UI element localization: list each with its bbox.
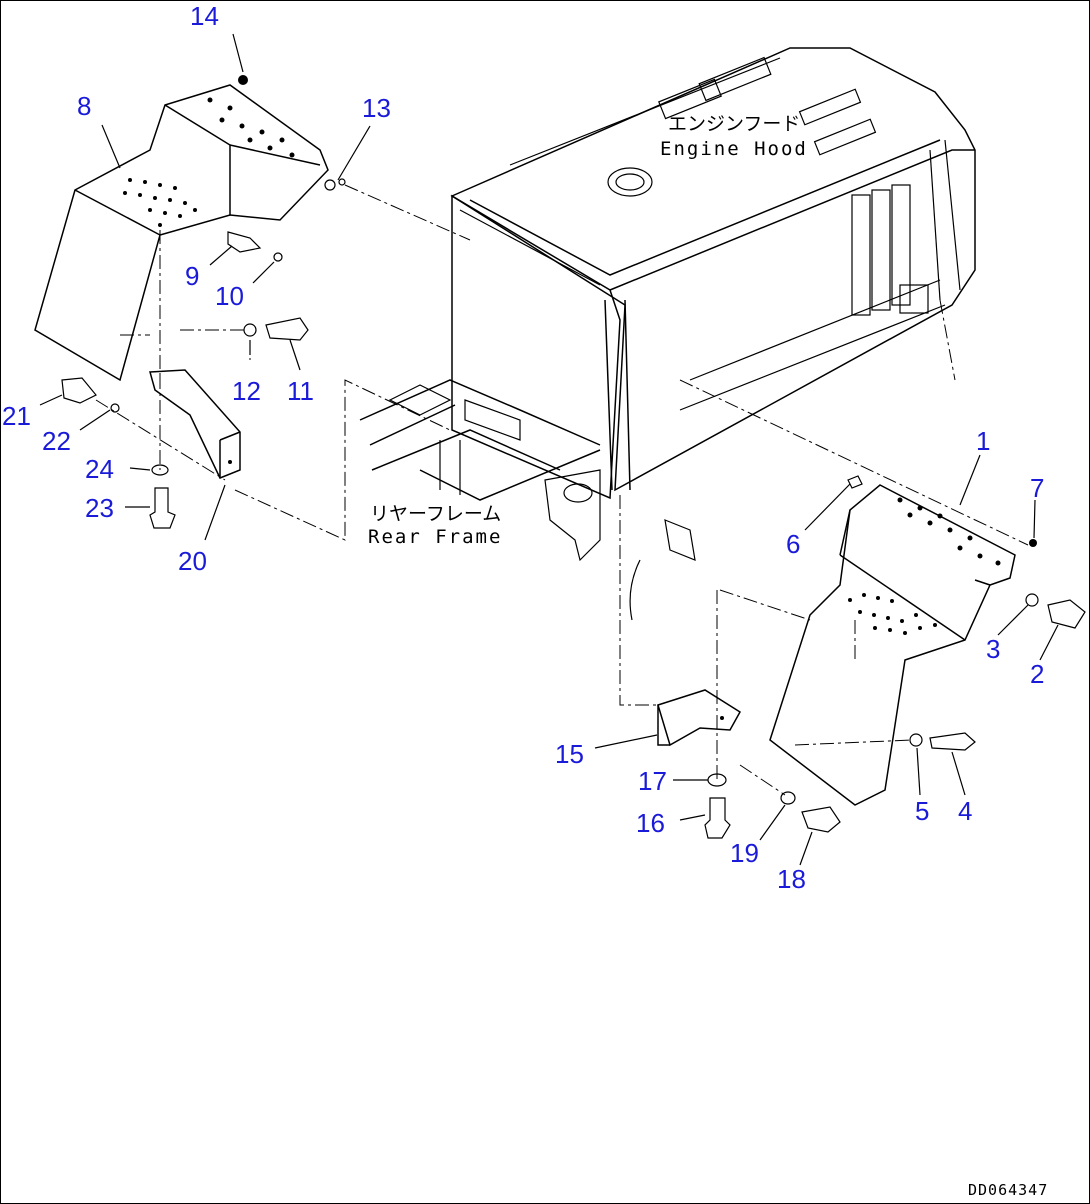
callout-24: 24 <box>85 454 114 484</box>
engine-hood <box>450 47 976 500</box>
callout-5: 5 <box>915 796 929 826</box>
callout-9: 9 <box>185 261 199 291</box>
callout-21: 21 <box>2 401 31 431</box>
callout-15: 15 <box>555 739 584 769</box>
bolt-13 <box>324 179 336 191</box>
callout-17: 17 <box>638 766 667 796</box>
rear-frame <box>359 379 696 621</box>
callout-12: 12 <box>232 376 261 406</box>
bolt-11 <box>265 317 309 341</box>
rear-frame-label-en: Rear Frame <box>368 526 502 548</box>
callout-22: 22 <box>42 426 71 456</box>
callout-19: 19 <box>730 838 759 868</box>
right-centerlines <box>619 299 1029 796</box>
callout-1: 1 <box>976 426 990 456</box>
callout-20: 20 <box>178 546 207 576</box>
callout-4: 4 <box>958 796 972 826</box>
callout-8: 8 <box>77 91 91 121</box>
callout-16: 16 <box>636 808 665 838</box>
callout-23: 23 <box>85 493 114 523</box>
callout-3: 3 <box>986 634 1000 664</box>
callout-10: 10 <box>215 281 244 311</box>
right-bracket <box>657 689 742 747</box>
drawing-code: DD064347 <box>968 1181 1048 1199</box>
bolt-21 <box>61 377 97 404</box>
left-step-holes <box>123 97 295 227</box>
callout-6: 6 <box>786 529 800 559</box>
engine-hood-label-en: Engine Hood <box>660 138 808 160</box>
left-step-cover <box>34 84 329 382</box>
bolt-2 <box>1047 599 1086 629</box>
washer-24 <box>151 464 169 476</box>
leader-lines <box>39 33 1059 866</box>
bolt-16 <box>704 797 731 839</box>
left-bracket <box>149 369 241 479</box>
washer-10 <box>273 252 283 262</box>
callout-2: 2 <box>1030 659 1044 689</box>
callout-numbers: 14 8 13 9 10 12 11 21 22 24 23 20 1 7 6 … <box>2 1 1044 894</box>
washer-19 <box>780 791 796 805</box>
nut-14 <box>238 75 248 85</box>
right-step-holes <box>848 497 1001 635</box>
callout-11: 11 <box>287 376 314 406</box>
bolt-9 <box>227 231 262 253</box>
text-labels: エンジンフード Engine Hood リヤーフレーム Rear Frame D… <box>368 113 1048 1199</box>
washer-5 <box>909 733 923 747</box>
callout-14: 14 <box>190 1 219 31</box>
callout-18: 18 <box>777 864 806 894</box>
engine-hood-label-jp: エンジンフード <box>668 113 800 135</box>
pin-6 <box>847 475 863 489</box>
washer-12 <box>243 323 257 337</box>
right-step-cover <box>769 484 1016 806</box>
bolt-4 <box>929 732 976 751</box>
left-fasteners <box>61 75 346 529</box>
bolt-18 <box>801 806 841 833</box>
callout-7: 7 <box>1030 473 1044 503</box>
side-grille <box>851 184 929 316</box>
washer-3 <box>1025 593 1039 607</box>
nut-7 <box>1029 539 1037 547</box>
washer-22 <box>110 403 120 413</box>
rear-frame-label-jp: リヤーフレーム <box>370 503 501 525</box>
left-centerlines <box>95 184 471 541</box>
right-fasteners <box>704 475 1086 839</box>
bolt-23 <box>149 487 176 529</box>
callout-13: 13 <box>362 93 391 123</box>
